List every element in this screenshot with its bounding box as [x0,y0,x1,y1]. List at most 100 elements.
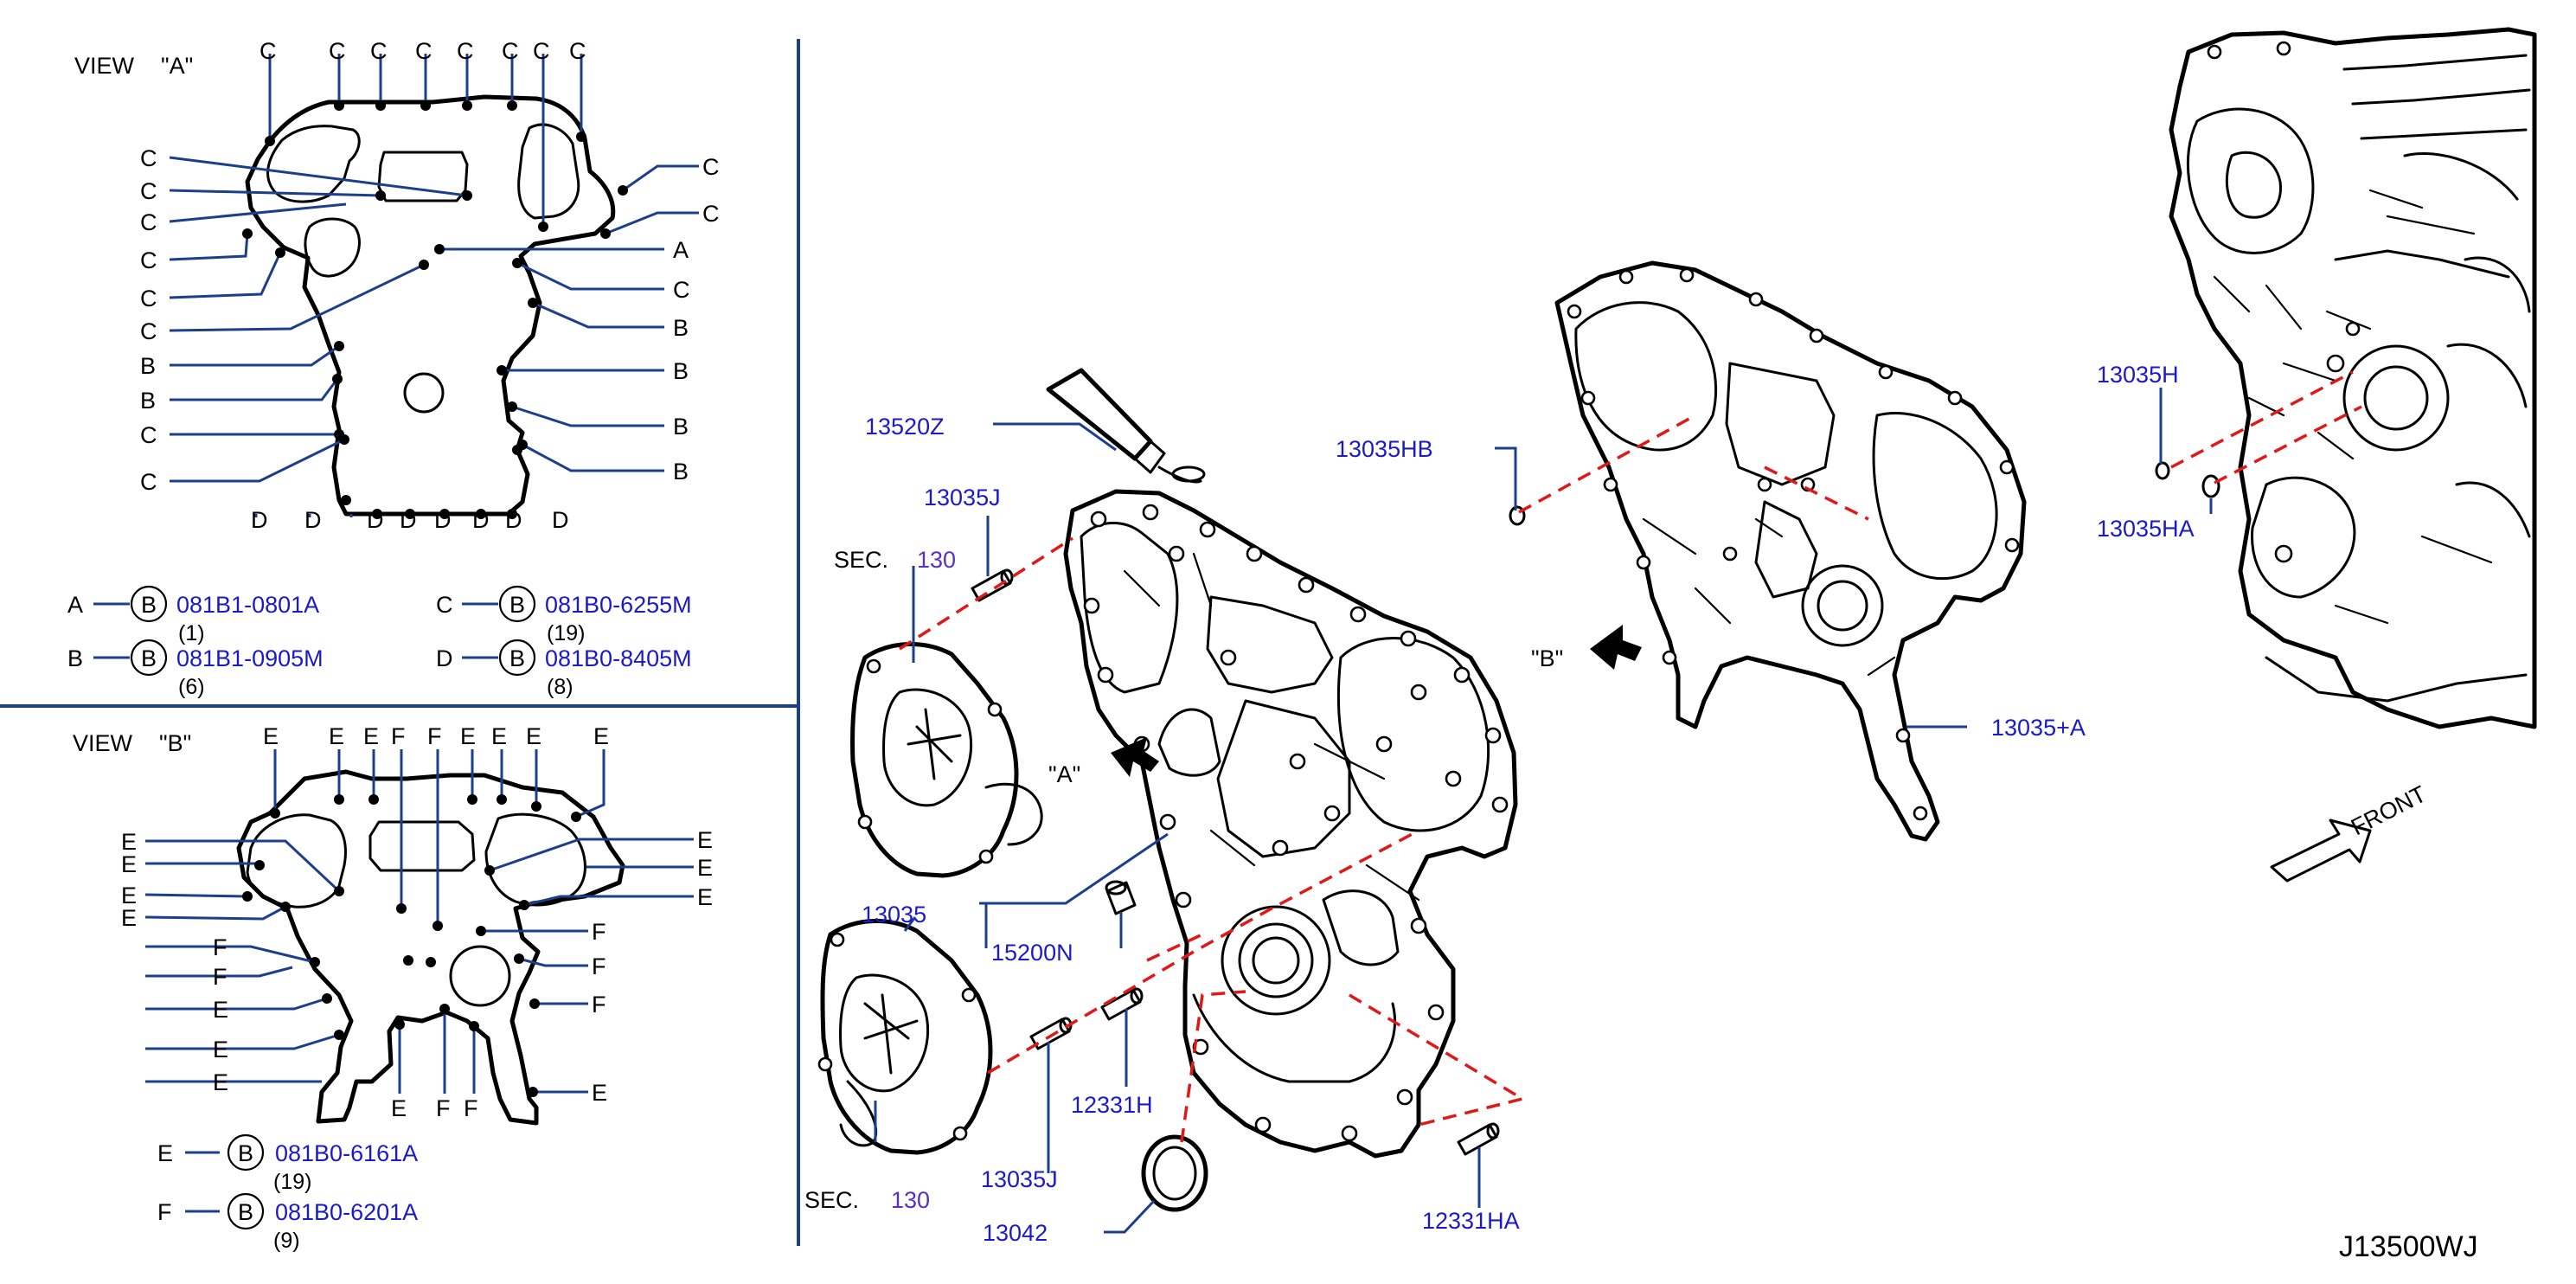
svg-text:C: C [457,38,474,64]
svg-text:C: C [569,38,586,64]
part-label-13042: 13042 [983,1220,1048,1246]
part-label-13035ha: 13035HA [2097,516,2195,542]
view-b-crank-hole [449,945,511,1007]
svg-text:C: C [415,38,433,64]
sec-label-bottom: SEC. [804,1187,859,1213]
view-b-callout: "B" [1531,645,1563,671]
part-label-13035: 13035 [862,902,926,928]
svg-text:B: B [673,358,689,384]
svg-text:C: C [140,318,157,344]
svg-text:F: F [427,723,442,749]
svg-text:C: C [673,277,690,303]
rear-cover-gasket [1554,260,2027,842]
front-direction-arrow-icon [2270,819,2372,883]
svg-text:C: C [140,247,157,273]
part-label-13520z: 13520Z [865,414,945,440]
legend-row-b: B B 081B1-0905M (6) [67,639,324,699]
view-b-title: VIEW [73,730,133,756]
svg-text:C: C [502,38,519,64]
svg-text:B: B [141,645,157,671]
svg-text:C: C [329,38,346,64]
svg-text:B: B [238,1140,253,1166]
svg-text:B: B [67,645,83,671]
svg-text:D: D [367,507,384,533]
oil-seal-13042 [1141,1134,1208,1212]
engine-block [2169,27,2537,729]
svg-text:F: F [592,992,606,1018]
view-a-right-window [517,123,580,220]
main-leaders [874,388,2213,1234]
view-a-tag: "A" [161,53,193,79]
svg-text:(1): (1) [178,621,205,645]
view-a-arrow-icon [1111,737,1159,777]
part-number: 081B1-0905M [176,645,324,671]
svg-text:F: F [592,919,606,945]
svg-text:(9): (9) [273,1229,300,1253]
svg-text:B: B [673,315,689,341]
part-label-12331ha: 12331HA [1422,1208,1520,1234]
svg-text:C: C [140,422,157,448]
svg-text:D: D [505,507,522,533]
svg-text:E: E [121,829,137,855]
part-number: 081B1-0801A [176,592,319,618]
svg-text:E: E [697,827,713,853]
svg-text:D: D [552,507,569,533]
svg-text:E: E [592,1080,607,1106]
svg-text:E: E [491,723,507,749]
view-b-tag: "B" [159,730,191,756]
upper-water-pump [850,641,1043,878]
sealant-tube [1046,368,1206,484]
svg-text:B: B [238,1199,253,1225]
svg-text:F: F [213,964,227,990]
svg-text:E: E [329,723,344,749]
view-b-bolt-dots [242,794,581,1097]
view-b-leaders [144,749,694,1094]
legend-row-f: F B 081B0-6201A (9) [157,1192,418,1253]
part-number: 081B0-8405M [545,645,692,671]
svg-text:C: C [140,178,157,204]
legend-row-d: D B 081B0-8405M (8) [436,639,692,699]
svg-text:E: E [157,1140,173,1166]
lower-water-pump [817,918,993,1155]
svg-text:C: C [140,209,157,235]
svg-text:C: C [140,469,157,495]
svg-text:(19): (19) [273,1170,311,1194]
view-b-left-window [246,813,347,908]
part-label-13035j-bottom: 13035J [981,1166,1058,1192]
svg-text:C: C [533,38,550,64]
view-a-left-window [266,125,361,203]
svg-text:E: E [213,1069,228,1095]
svg-text:E: E [213,1037,228,1063]
part-number: 081B0-6161A [275,1140,418,1166]
dowel-pin-12331ha [1457,1122,1500,1156]
svg-text:E: E [526,723,541,749]
view-a-title: VIEW [74,53,135,79]
svg-text:C: C [436,592,453,618]
svg-text:D: D [251,507,268,533]
view-b-arrow-icon [1590,625,1642,670]
svg-text:D: D [434,507,452,533]
svg-text:B: B [140,353,156,379]
main-exploded-view: 13520Z 13035J SEC. 130 "A" 13035 15200N … [804,27,2537,1263]
sec-number-top: 130 [917,547,956,573]
svg-text:D: D [400,507,417,533]
svg-text:C: C [702,201,720,227]
svg-text:A: A [67,592,83,618]
svg-text:E: E [121,905,137,931]
svg-text:D: D [472,507,490,533]
view-a-leaders [169,54,699,517]
part-label-13035hb: 13035HB [1336,436,1433,462]
svg-text:E: E [213,997,228,1023]
svg-text:E: E [697,855,713,881]
view-a-legend: A B 081B1-0801A (1) B B 081B1-0905M (6) … [67,585,692,699]
svg-text:E: E [391,1095,407,1121]
svg-text:B: B [141,592,157,618]
svg-text:F: F [436,1095,451,1121]
svg-text:B: B [509,592,525,618]
o-ring-13035hb [1509,505,1526,526]
view-b-right-window [484,812,586,907]
svg-text:B: B [509,645,525,671]
